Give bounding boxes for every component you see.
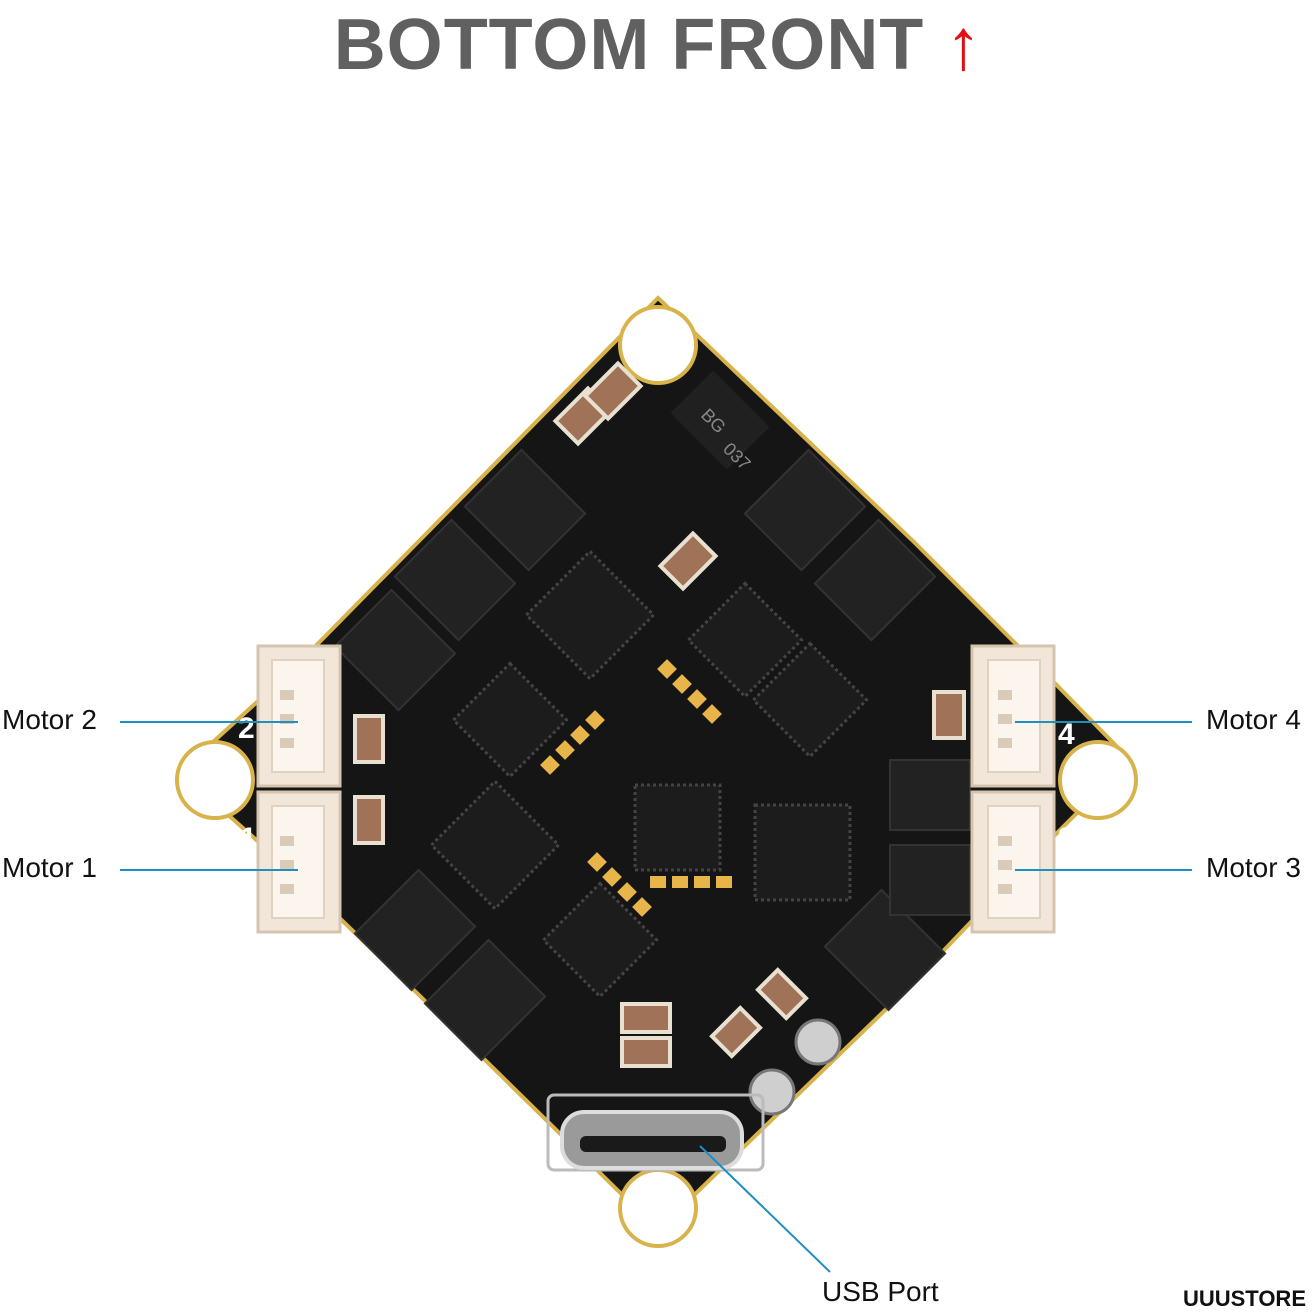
mounting-hole-left <box>175 740 255 820</box>
silk-number-3: 3 <box>1058 822 1075 855</box>
page-title: BOTTOM FRONT ↑ <box>0 4 1316 86</box>
label-motor-4: Motor 4 <box>1206 704 1301 735</box>
connector-motor-3 <box>970 790 1056 934</box>
label-motor-1: Motor 1 <box>2 852 97 883</box>
mounting-hole-top <box>618 305 698 385</box>
silk-number-2: 2 <box>238 712 255 745</box>
silk-number-4: 4 <box>1058 718 1075 751</box>
label-motor-2: Motor 2 <box>2 704 97 735</box>
leader-lines <box>120 721 1192 1273</box>
motor-connectors <box>256 644 1056 934</box>
esc-mosfets <box>333 448 971 1062</box>
connector-motor-4 <box>970 644 1056 788</box>
connector-motor-1 <box>256 790 342 934</box>
usb-port <box>546 1093 765 1172</box>
capacitors <box>353 360 966 1068</box>
solder-pads <box>540 659 732 917</box>
connector-motor-2 <box>256 644 342 788</box>
silk-number-1: 1 <box>240 822 257 855</box>
mounting-hole-bottom <box>618 1168 698 1248</box>
mounting-hole-right <box>1058 740 1138 820</box>
title-text: BOTTOM FRONT <box>333 5 925 85</box>
mcu-chip <box>633 783 722 872</box>
label-motor-3: Motor 3 <box>1206 852 1301 883</box>
gyro-chip <box>753 803 852 902</box>
screws <box>748 1018 842 1116</box>
front-arrow-icon: ↑ <box>945 5 983 85</box>
silkscreen-numbers: 2 1 4 3 <box>238 712 1075 855</box>
store-watermark: UUUSTORE <box>1182 1286 1306 1311</box>
leader-usb <box>699 1145 831 1273</box>
label-usb-port: USB Port <box>822 1276 939 1307</box>
